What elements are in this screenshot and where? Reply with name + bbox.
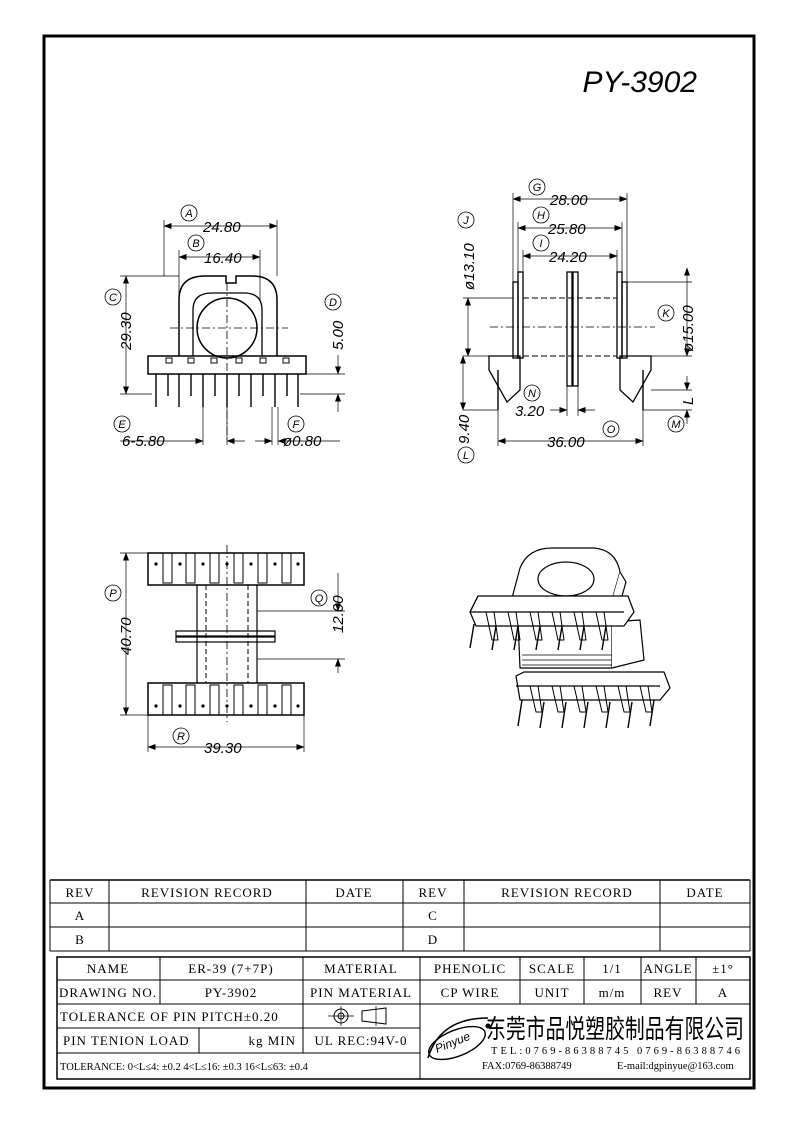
dim-k-value: ø15.00 <box>680 305 697 352</box>
dim-e-value: 6-5.80 <box>122 433 165 450</box>
scale-label: SCALE <box>529 961 575 976</box>
material-label: MATERIAL <box>324 961 398 976</box>
dim-d-value: 5.00 <box>330 320 347 350</box>
company-name-cn: 东莞市品悦塑胶制品有限公司 <box>486 1014 744 1044</box>
ul-rec: UL REC:94V-0 <box>314 1033 407 1048</box>
callout-h: H <box>537 210 545 222</box>
callout-n: N <box>528 388 536 400</box>
rev-label: REV <box>654 985 683 1000</box>
tolerance-general: TOLERANCE: 0<L≤4: ±0.2 4<L≤16: ±0.3 16<L… <box>60 1062 309 1073</box>
top-view-labels: 40.70 12.00 39.30 <box>118 595 347 757</box>
angle-label: ANGLE <box>643 961 692 976</box>
pin-material-value: CP WIRE <box>441 985 500 1000</box>
isometric-view <box>469 547 671 729</box>
side-view-labels: 28.00 25.80 24.20 ø13.10 ø15.00 3.20 36.… <box>456 192 697 451</box>
angle-value: ±1° <box>712 961 734 976</box>
dim-c-value: 29.30 <box>118 312 135 351</box>
callout-r: R <box>177 731 185 743</box>
name-value: ER-39 (7+7P) <box>188 961 273 976</box>
rev-row-a: A <box>75 908 85 923</box>
callout-a: A <box>184 208 192 220</box>
pinyue-logo-text: Pinyue <box>433 1029 473 1056</box>
rev-row-b: B <box>75 932 85 947</box>
callout-p: P <box>109 588 117 600</box>
company-fax: FAX:0769-86388749 <box>482 1061 572 1072</box>
title-block <box>56 956 751 1080</box>
company-block: Pinyue 东莞市品悦塑胶制品有限公司 TEL:0769-86388745 0… <box>427 1014 744 1072</box>
date-header-2: DATE <box>686 885 723 900</box>
revision-table <box>49 879 751 952</box>
callout-d: D <box>329 297 337 309</box>
dim-p-value: 40.70 <box>118 617 135 655</box>
side-view <box>460 193 692 446</box>
dim-m-label: L <box>680 397 697 405</box>
unit-value: m/m <box>599 985 626 1000</box>
revision-record-header-1: REVISION RECORD <box>141 885 273 900</box>
name-label: NAME <box>87 961 129 976</box>
dim-b-value: 16.40 <box>204 250 242 267</box>
rev-row-d: D <box>428 932 438 947</box>
dim-n-value: 3.20 <box>515 403 545 420</box>
revision-record-header-2: REVISION RECORD <box>501 885 633 900</box>
front-view <box>120 220 345 445</box>
front-view-labels: 24.80 16.40 29.30 5.00 6-5.80 ø0.80 <box>118 219 347 450</box>
pinyue-logo-oval <box>428 1025 486 1061</box>
title-block-text: NAME ER-39 (7+7P) MATERIAL PHENOLIC SCAL… <box>59 961 734 1073</box>
callout-g: G <box>533 182 542 194</box>
callout-l: L <box>463 450 469 462</box>
dim-q-value: 12.00 <box>330 595 347 633</box>
pin-tension-unit: kg MIN <box>248 1033 296 1048</box>
callout-k: K <box>662 308 670 320</box>
pin-material-label: PIN MATERIAL <box>310 985 412 1000</box>
callout-j: J <box>462 215 469 227</box>
dim-g-value: 28.00 <box>549 192 588 209</box>
pinyue-logo-swoosh <box>427 1017 489 1059</box>
dim-r-value: 39.30 <box>204 740 242 757</box>
part-number: PY-3902 <box>582 66 697 99</box>
callout-o: O <box>607 424 616 436</box>
drawing-no-value: PY-3902 <box>205 985 258 1000</box>
callout-e: E <box>118 419 126 431</box>
callout-b: B <box>192 238 199 250</box>
company-email: E-mail:dgpinyue@163.com <box>617 1061 734 1072</box>
callout-f: F <box>293 419 301 431</box>
scale-value: 1/1 <box>602 961 622 976</box>
date-header-1: DATE <box>335 885 372 900</box>
dim-h-value: 25.80 <box>547 221 586 238</box>
callout-letters: A B C D E F G H I J K L M N O P Q R <box>109 182 681 743</box>
dim-l-value: 9.40 <box>456 414 473 444</box>
callout-c: C <box>109 292 117 304</box>
dim-a-value: 24.80 <box>202 219 241 236</box>
unit-label: UNIT <box>534 985 569 1000</box>
callout-i: I <box>539 238 542 250</box>
dim-f-value: ø0.80 <box>283 433 322 450</box>
material-value: PHENOLIC <box>434 961 506 976</box>
callout-m: M <box>671 419 681 431</box>
rev-value: A <box>718 985 728 1000</box>
dim-i-value: 24.20 <box>548 249 587 266</box>
revision-table-text: REV REVISION RECORD DATE REV REVISION RE… <box>66 885 723 947</box>
pinyue-logo-dot <box>485 1023 491 1029</box>
company-tel: TEL:0769-86388745 0769-86388746 <box>491 1046 740 1057</box>
pin-tension-label: PIN TENION LOAD <box>63 1033 190 1048</box>
drawing-no-label: DRAWING NO. <box>59 985 157 1000</box>
tolerance-pitch: TOLERANCE OF PIN PITCH±0.20 <box>60 1009 279 1024</box>
callout-q: Q <box>315 593 324 605</box>
dim-o-value: 36.00 <box>547 434 585 451</box>
dim-j-value: ø13.10 <box>461 243 478 290</box>
top-view <box>120 545 345 752</box>
rev-header-2: REV <box>419 885 448 900</box>
callouts <box>104 178 685 745</box>
rev-row-c: C <box>428 908 438 923</box>
rev-header-1: REV <box>66 885 95 900</box>
outer-frame <box>42 34 756 1090</box>
